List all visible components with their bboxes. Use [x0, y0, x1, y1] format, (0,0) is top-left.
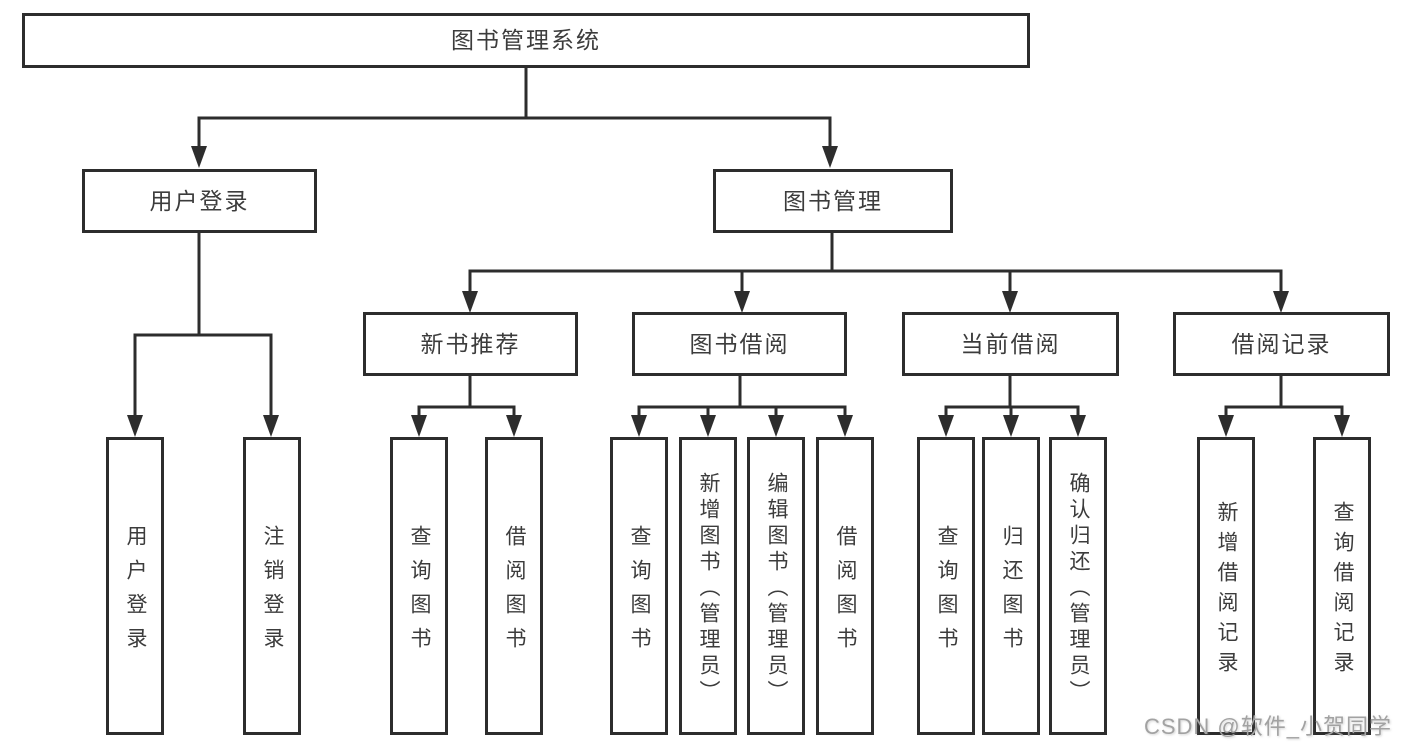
leaf-borrow-books: 借阅图书: [485, 437, 543, 735]
leaf-borrow-books-label: 借阅图书: [503, 524, 526, 661]
leaf-query-books-label: 查询图书: [408, 524, 431, 661]
leaf-query-borrow-record: 查询借阅记录: [1313, 437, 1371, 735]
node-user-login: 用户登录: [82, 169, 317, 233]
leaf-add-borrow-record-label: 新增借阅记录: [1215, 500, 1238, 681]
leaf-user-login-label: 用户登录: [124, 524, 147, 661]
csdn-watermark: CSDN @软件_小贺同学: [1143, 714, 1392, 739]
leaf-query-books-label: 查询图书: [935, 524, 958, 661]
leaf-return-books: 归还图书: [982, 437, 1040, 735]
node-book-management: 图书管理: [713, 169, 953, 233]
leaf-logout: 注销登录: [243, 437, 301, 735]
leaf-confirm-return-admin: 确认归还（管理员）: [1049, 437, 1107, 735]
node-book-borrowing: 图书借阅: [632, 312, 847, 376]
arrowheads: [127, 146, 1350, 437]
leaf-query-books: 查询图书: [610, 437, 668, 735]
leaf-add-books-admin: 新增图书（管理员）: [679, 437, 737, 735]
leaf-borrow-books-label: 借阅图书: [834, 524, 857, 661]
leaf-query-books: 查询图书: [917, 437, 975, 735]
leaf-confirm-return-admin-label: 确认归还（管理员）: [1067, 471, 1090, 706]
node-borrowing-records: 借阅记录: [1173, 312, 1390, 376]
leaf-query-borrow-record-label: 查询借阅记录: [1331, 500, 1354, 681]
leaf-return-books-label: 归还图书: [1000, 524, 1023, 661]
leaf-add-books-admin-label: 新增图书（管理员）: [697, 471, 720, 706]
leaf-user-login: 用户登录: [106, 437, 164, 735]
node-new-book-recommendation: 新书推荐: [363, 312, 578, 376]
leaf-logout-label: 注销登录: [261, 524, 284, 661]
node-library-management-system: 图书管理系统: [22, 13, 1030, 68]
leaf-edit-books-admin-label: 编辑图书（管理员）: [765, 471, 788, 706]
leaf-query-books-label: 查询图书: [628, 524, 651, 661]
leaf-edit-books-admin: 编辑图书（管理员）: [747, 437, 805, 735]
node-current-borrowing: 当前借阅: [902, 312, 1119, 376]
leaf-add-borrow-record: 新增借阅记录: [1197, 437, 1255, 735]
leaf-borrow-books: 借阅图书: [816, 437, 874, 735]
leaf-query-books: 查询图书: [390, 437, 448, 735]
